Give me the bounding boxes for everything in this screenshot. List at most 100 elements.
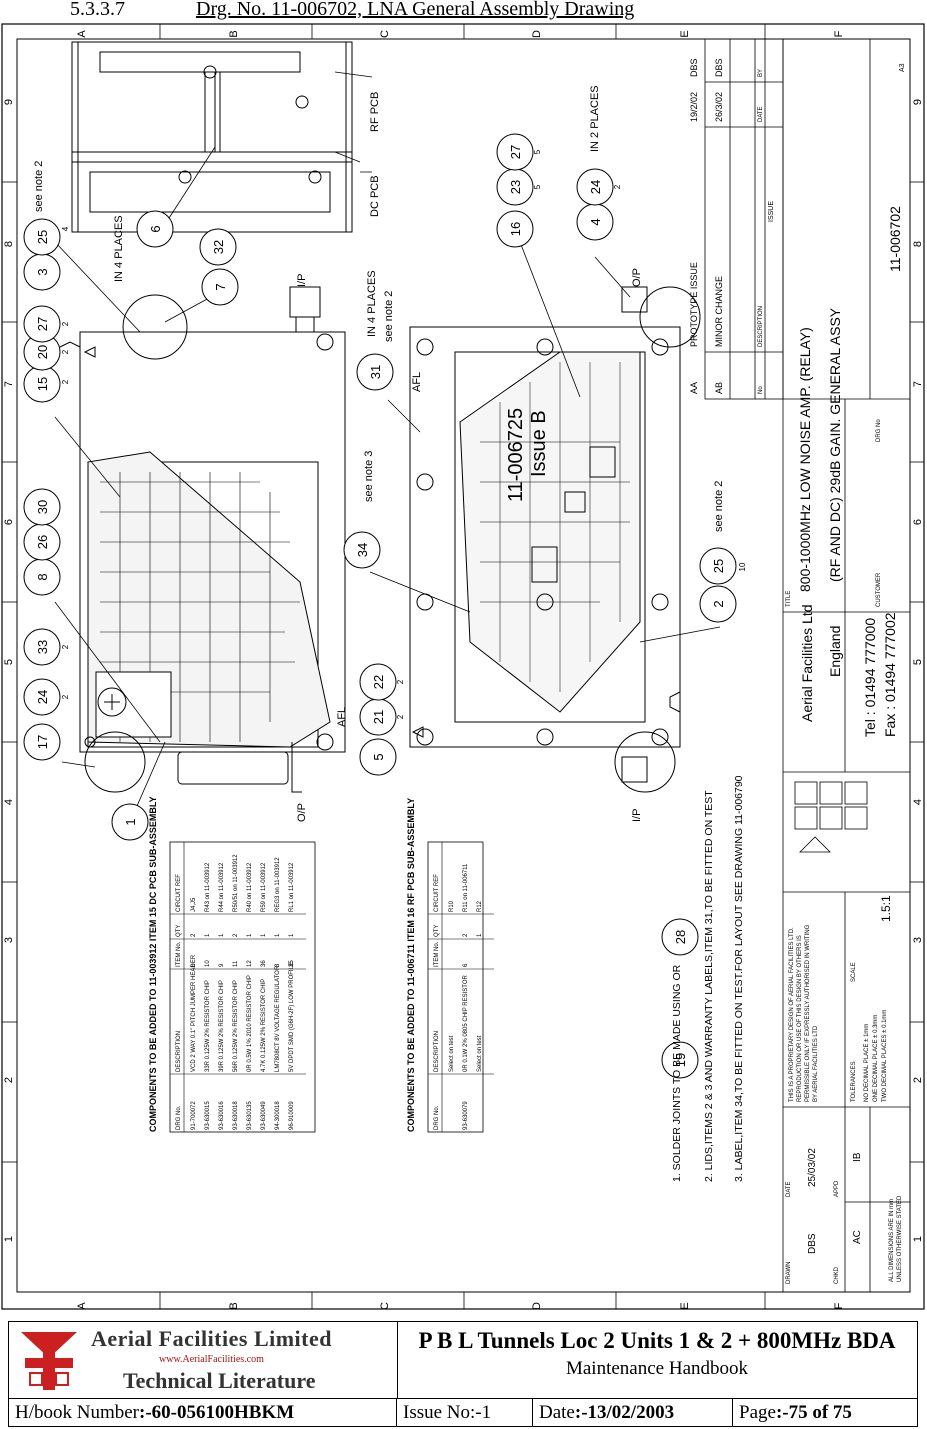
in-4-places-label-1: IN 4 PLACES — [113, 215, 125, 282]
item-balloon — [699, 585, 737, 623]
proprietary-line: BY AERIAL FACILITIES LTD — [813, 1025, 819, 1102]
title-label: TITLE — [786, 591, 792, 607]
rf-table-cell: 6 — [463, 963, 469, 967]
zone-letter-bottom: D — [531, 1302, 543, 1310]
rf-table-cell: Select on test — [449, 1035, 455, 1072]
dc-table-cell: REG3 on 11-003912 — [275, 857, 281, 912]
zone-letter-bottom: F — [833, 1302, 845, 1309]
rf-table-header: QTY — [434, 925, 440, 937]
dc-table-cell: R50/51 on 11-003912 — [233, 854, 239, 912]
item-balloon — [111, 803, 149, 841]
dc-table-cell: 35 — [289, 960, 295, 967]
zone-number-left: 6 — [3, 519, 15, 525]
section-heading: 5.3.3.7 Drg. No. 11-006702, LNA General … — [0, 0, 927, 22]
brand-literature: Technical Literature — [123, 1368, 316, 1393]
dc-table-cell: 91-700072 — [191, 1101, 197, 1130]
item-balloon — [359, 738, 397, 776]
item-balloon-number: 16 — [508, 222, 523, 236]
see-note-2-label-3: see note 2 — [713, 481, 725, 532]
dc-table-cell: 4.7K 0.125W 2% RESISTOR CHIP — [261, 979, 267, 1072]
dc-table-cell: 1 — [219, 933, 225, 937]
revision-header: DATE — [758, 106, 764, 122]
item-balloon — [136, 210, 174, 248]
in-4-places-label-2: IN 4 PLACES — [366, 270, 378, 337]
dc-table-header: QTY — [176, 925, 182, 937]
revision-cell: MINOR CHANGE — [714, 276, 724, 347]
handbook-subtitle: Maintenance Handbook — [565, 1358, 749, 1379]
dc-table-cell: LM7808CT 8V VOLTAGE REGULATOR — [275, 965, 281, 1072]
rf-table-cell: 2 — [463, 933, 469, 937]
item-balloon-number: 7 — [213, 283, 228, 290]
item-balloon-number: 26 — [35, 535, 50, 549]
dc-table-cell: 2 — [191, 933, 197, 937]
item-balloon-number: 15 — [35, 377, 50, 391]
rf-pcb-label: RF PCB — [369, 92, 381, 132]
dc-table-cell: 6 — [191, 963, 197, 967]
zone-number-left: 5 — [3, 659, 15, 665]
rf-table-cell: R12 — [477, 900, 483, 912]
item-balloon — [199, 228, 237, 266]
zone-number-left: 4 — [3, 799, 15, 805]
note-3: 3. LABEL,ITEM 34,TO BE FITTED ON TEST.FO… — [733, 775, 745, 1182]
section-number: 5.3.3.7 — [70, 0, 125, 20]
see-note-2-label-2: see note 2 — [383, 291, 395, 342]
zone-number-left: 9 — [3, 99, 15, 105]
item-balloon — [201, 268, 239, 306]
dc-table-cell: VCD 2 WAY 0.1" PITCH JUMPER HEADER — [191, 954, 197, 1072]
drawn-value: DBS — [807, 1233, 818, 1254]
dc-table-cell: R43 on 11-003912 — [205, 862, 211, 912]
zone-letter-top: A — [76, 30, 88, 38]
dc-table-cell: 1 — [205, 933, 211, 937]
section-title: Drg. No. 11-006702, LNA General Assembly… — [196, 0, 635, 20]
item-balloon-number: 3 — [35, 268, 50, 275]
title-block-text: TITLE 800-1000MHz LOW NOISE AMP. (RELAY)… — [786, 63, 906, 1284]
tolerance-line: TWO DECIMAL PLACES ± 0.1mm — [882, 1010, 888, 1102]
revision-header: DESCRIPTION — [758, 306, 764, 347]
handbook-title: P B L Tunnels Loc 2 Units 1 & 2 + 800MHz… — [418, 1328, 896, 1353]
item-balloon — [661, 1041, 699, 1079]
item-balloon — [496, 210, 534, 248]
drawing-title-1: 800-1000MHz LOW NOISE AMP. (RELAY) — [797, 327, 813, 592]
zone-number-left: 2 — [3, 1077, 15, 1083]
item-balloon — [661, 918, 699, 956]
drg-no-label: DRG No — [876, 419, 882, 442]
ip-label-dc: I/P — [296, 274, 308, 287]
item-balloon-number: 22 — [371, 675, 386, 689]
sheet-size: A3 — [899, 63, 906, 72]
tolerance-line: ONE DECIMAL PLACE ± 0.3mm — [873, 1015, 879, 1102]
quantity-mark: 2 — [61, 321, 70, 326]
dc-table-cell: 0R 0.5W 1% 2010 RESISTOR CHIP — [247, 975, 253, 1072]
item-balloon — [23, 218, 61, 256]
dc-table-header: DRG No. — [176, 1105, 182, 1130]
rf-table-header: DESCRIPTION — [434, 1031, 440, 1072]
item-balloon-number: 33 — [35, 640, 50, 654]
handbook-number-cell: H/book Number:-60-056100HBKM — [9, 1399, 397, 1426]
tolerances-label: TOLERANCES — [851, 1061, 857, 1102]
drawing-title-2: (RF AND DC) 29dB GAIN. GENERAL ASSY — [827, 307, 843, 582]
item-balloon-number: 23 — [508, 180, 523, 194]
quantity-mark: 2 — [61, 644, 70, 649]
item-balloon-number: 31 — [368, 365, 383, 379]
note-1: 1. SOLDER JOINTS TO BE MADE USING OR — [671, 964, 683, 1182]
dc-table-cell: 96-910009 — [289, 1101, 295, 1130]
op-label-dc: O/P — [296, 803, 308, 822]
dc-table-header: CIRCUIT REF — [176, 874, 182, 912]
zone-letter-bottom: B — [228, 1302, 240, 1309]
company-fax: Fax : 01494 777002 — [882, 612, 898, 737]
issue-cell: Issue No:-1 — [397, 1399, 533, 1426]
proprietary-line: THIS IS A PROPRIETARY DESIGN OF AERIAL F… — [789, 927, 795, 1102]
side-view — [71, 41, 353, 233]
dc-table-cell: 93-630015 — [205, 1101, 211, 1130]
item-balloon — [699, 547, 737, 585]
see-note-3-label: see note 3 — [363, 451, 375, 502]
zone-number-right: 1 — [912, 1236, 924, 1242]
item-balloon-number: 24 — [588, 180, 603, 194]
rf-components-table: COMPONENTS TO BE ADDED TO 11-006711 ITEM… — [406, 798, 494, 1133]
zone-number-right: 5 — [912, 659, 924, 665]
dc-table-cell: R59 on 11-003912 — [261, 862, 267, 912]
zone-number-left: 7 — [3, 381, 15, 387]
dc-table-cell: 93-630049 — [261, 1101, 267, 1130]
dims-note-1: ALL DIMENSIONS ARE IN mm — [889, 1199, 895, 1282]
